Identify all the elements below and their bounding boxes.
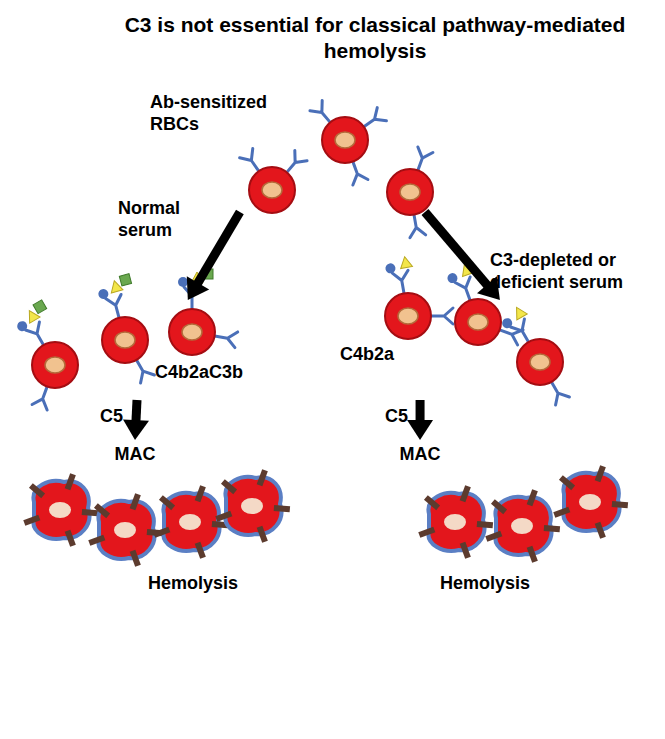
group-label: C4b2a bbox=[340, 344, 400, 366]
cell-group: Hemolysis bbox=[20, 440, 290, 610]
arrow-label: C5 bbox=[385, 406, 413, 428]
sensitized-rbcs bbox=[240, 100, 433, 237]
arrow-shaft bbox=[416, 400, 425, 422]
arrow-label: C3-depleted or deficient serum bbox=[490, 250, 640, 293]
flow-arrow bbox=[425, 212, 500, 300]
arrow-label: C5 bbox=[100, 406, 128, 428]
lysed-rbcs bbox=[23, 465, 628, 566]
group-heading: Ab-sensitized RBCs bbox=[150, 92, 272, 135]
arrow-head bbox=[187, 276, 209, 300]
flow-arrow bbox=[407, 400, 433, 440]
group-label: C4b2aC3b bbox=[155, 362, 260, 384]
arrow-shaft bbox=[136, 400, 137, 422]
cell-group: C4b2a bbox=[340, 300, 620, 400]
cell-group: Hemolysis bbox=[400, 440, 625, 610]
cell-group: Ab-sensitized RBCs bbox=[150, 92, 460, 212]
complex-label: MAC bbox=[108, 444, 162, 466]
flow-arrow bbox=[123, 400, 149, 440]
arrow-shaft bbox=[425, 212, 488, 286]
arrow-label: Normal serum bbox=[118, 198, 210, 241]
group-label: Hemolysis bbox=[148, 573, 268, 595]
arrow-shaft bbox=[197, 212, 240, 285]
complex-label: MAC bbox=[393, 444, 447, 466]
figure-title: C3 is not essential for classical pathwa… bbox=[120, 12, 630, 65]
group-label: Hemolysis bbox=[440, 573, 560, 595]
cell-group: C4b2aC3b bbox=[15, 300, 264, 400]
arrow-head bbox=[407, 420, 433, 440]
arrow-head bbox=[123, 419, 149, 440]
flow-arrow bbox=[187, 212, 240, 300]
c3-bound-rbcs bbox=[11, 269, 237, 410]
